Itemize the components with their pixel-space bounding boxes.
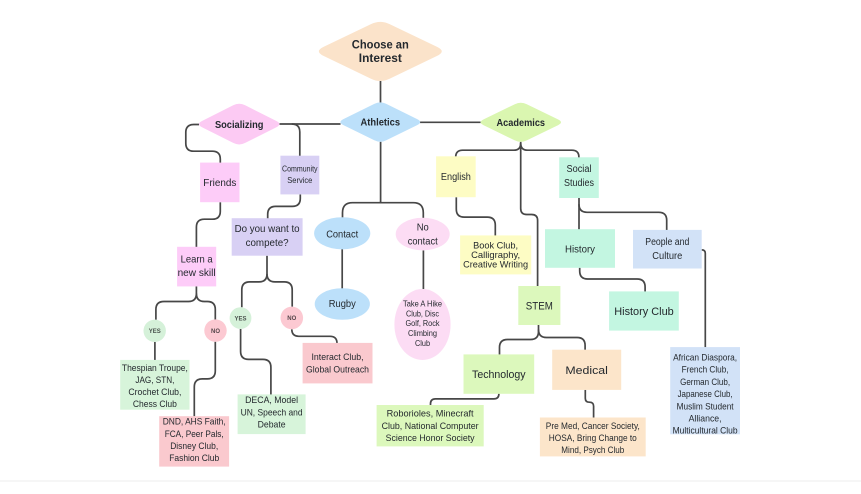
svg-text:Social: Social — [567, 164, 592, 175]
svg-text:STEM: STEM — [526, 300, 553, 312]
svg-text:Contact: Contact — [326, 229, 358, 240]
svg-text:Japanese Club,: Japanese Club, — [678, 389, 733, 399]
svg-text:Club, Disc: Club, Disc — [406, 309, 439, 318]
svg-text:Club, National Computer: Club, National Computer — [382, 421, 479, 431]
svg-text:contact: contact — [408, 236, 438, 247]
svg-text:Interest: Interest — [359, 52, 402, 65]
svg-text:Choose an: Choose an — [352, 39, 409, 52]
svg-text:Disney Club,: Disney Club, — [170, 441, 218, 451]
svg-text:HOSA, Bring Change to: HOSA, Bring Change to — [549, 433, 637, 443]
svg-text:DND, AHS Faith,: DND, AHS Faith, — [163, 417, 226, 427]
svg-text:Community: Community — [282, 164, 318, 174]
svg-text:UN, Speech and: UN, Speech and — [241, 407, 303, 417]
svg-text:African Diaspora,: African Diaspora, — [673, 353, 737, 363]
svg-text:Friends: Friends — [203, 178, 236, 189]
svg-text:Debate: Debate — [258, 420, 286, 430]
svg-text:JAG, STN,: JAG, STN, — [135, 375, 174, 385]
svg-text:Pre Med, Cancer Society,: Pre Med, Cancer Society, — [546, 421, 640, 431]
svg-text:History Club: History Club — [614, 306, 674, 318]
svg-text:compete?: compete? — [246, 238, 289, 249]
svg-text:Alliance,: Alliance, — [689, 414, 722, 424]
svg-text:Roborioles, Minecraft: Roborioles, Minecraft — [387, 409, 474, 419]
svg-text:FCA, Peer Pals,: FCA, Peer Pals, — [165, 429, 224, 439]
svg-text:Technology: Technology — [472, 369, 526, 381]
svg-text:Chess Club: Chess Club — [133, 399, 177, 409]
svg-text:Calligraphy,: Calligraphy, — [471, 250, 520, 260]
svg-text:French Club,: French Club, — [682, 365, 729, 375]
svg-text:Take A Hike: Take A Hike — [403, 299, 443, 308]
svg-text:Rugby: Rugby — [329, 299, 357, 310]
svg-text:Climbing: Climbing — [408, 329, 437, 338]
svg-text:History: History — [565, 244, 596, 255]
svg-text:YES: YES — [149, 329, 161, 335]
svg-text:Medical: Medical — [565, 365, 608, 377]
svg-text:Book Club,: Book Club, — [473, 240, 518, 250]
svg-text:NO: NO — [211, 329, 220, 335]
svg-text:Multicultural Club: Multicultural Club — [673, 426, 738, 436]
svg-text:Muslim Student: Muslim Student — [677, 401, 734, 411]
svg-text:Service: Service — [287, 175, 312, 185]
svg-text:German Club,: German Club, — [680, 377, 730, 387]
svg-text:English: English — [441, 172, 471, 183]
svg-text:Learn a: Learn a — [181, 255, 213, 266]
svg-text:Athletics: Athletics — [361, 117, 401, 128]
svg-text:Do you want to: Do you want to — [235, 224, 300, 235]
svg-text:new skill: new skill — [178, 268, 216, 279]
svg-text:Fashion Club: Fashion Club — [169, 453, 219, 463]
svg-text:Global Outreach: Global Outreach — [306, 365, 369, 375]
svg-text:Studies: Studies — [564, 178, 594, 189]
svg-text:Thespian Troupe,: Thespian Troupe, — [122, 363, 188, 373]
svg-text:Academics: Academics — [497, 118, 546, 129]
svg-text:No: No — [417, 222, 429, 233]
svg-text:Crochet Club,: Crochet Club, — [128, 387, 181, 397]
svg-text:DECA, Model: DECA, Model — [245, 395, 298, 405]
svg-text:Science Honor Society: Science Honor Society — [386, 433, 475, 443]
svg-text:Golf, Rock: Golf, Rock — [406, 319, 441, 328]
svg-text:NO: NO — [287, 316, 296, 322]
svg-text:Socializing: Socializing — [215, 120, 264, 131]
svg-text:Creative Writing: Creative Writing — [463, 260, 528, 270]
svg-text:YES: YES — [234, 316, 246, 322]
svg-text:Culture: Culture — [652, 251, 682, 262]
svg-text:People and: People and — [645, 237, 689, 248]
svg-text:Mind, Psych Club: Mind, Psych Club — [561, 445, 624, 455]
svg-text:Club: Club — [415, 339, 431, 348]
svg-text:Interact Club,: Interact Club, — [312, 352, 364, 362]
